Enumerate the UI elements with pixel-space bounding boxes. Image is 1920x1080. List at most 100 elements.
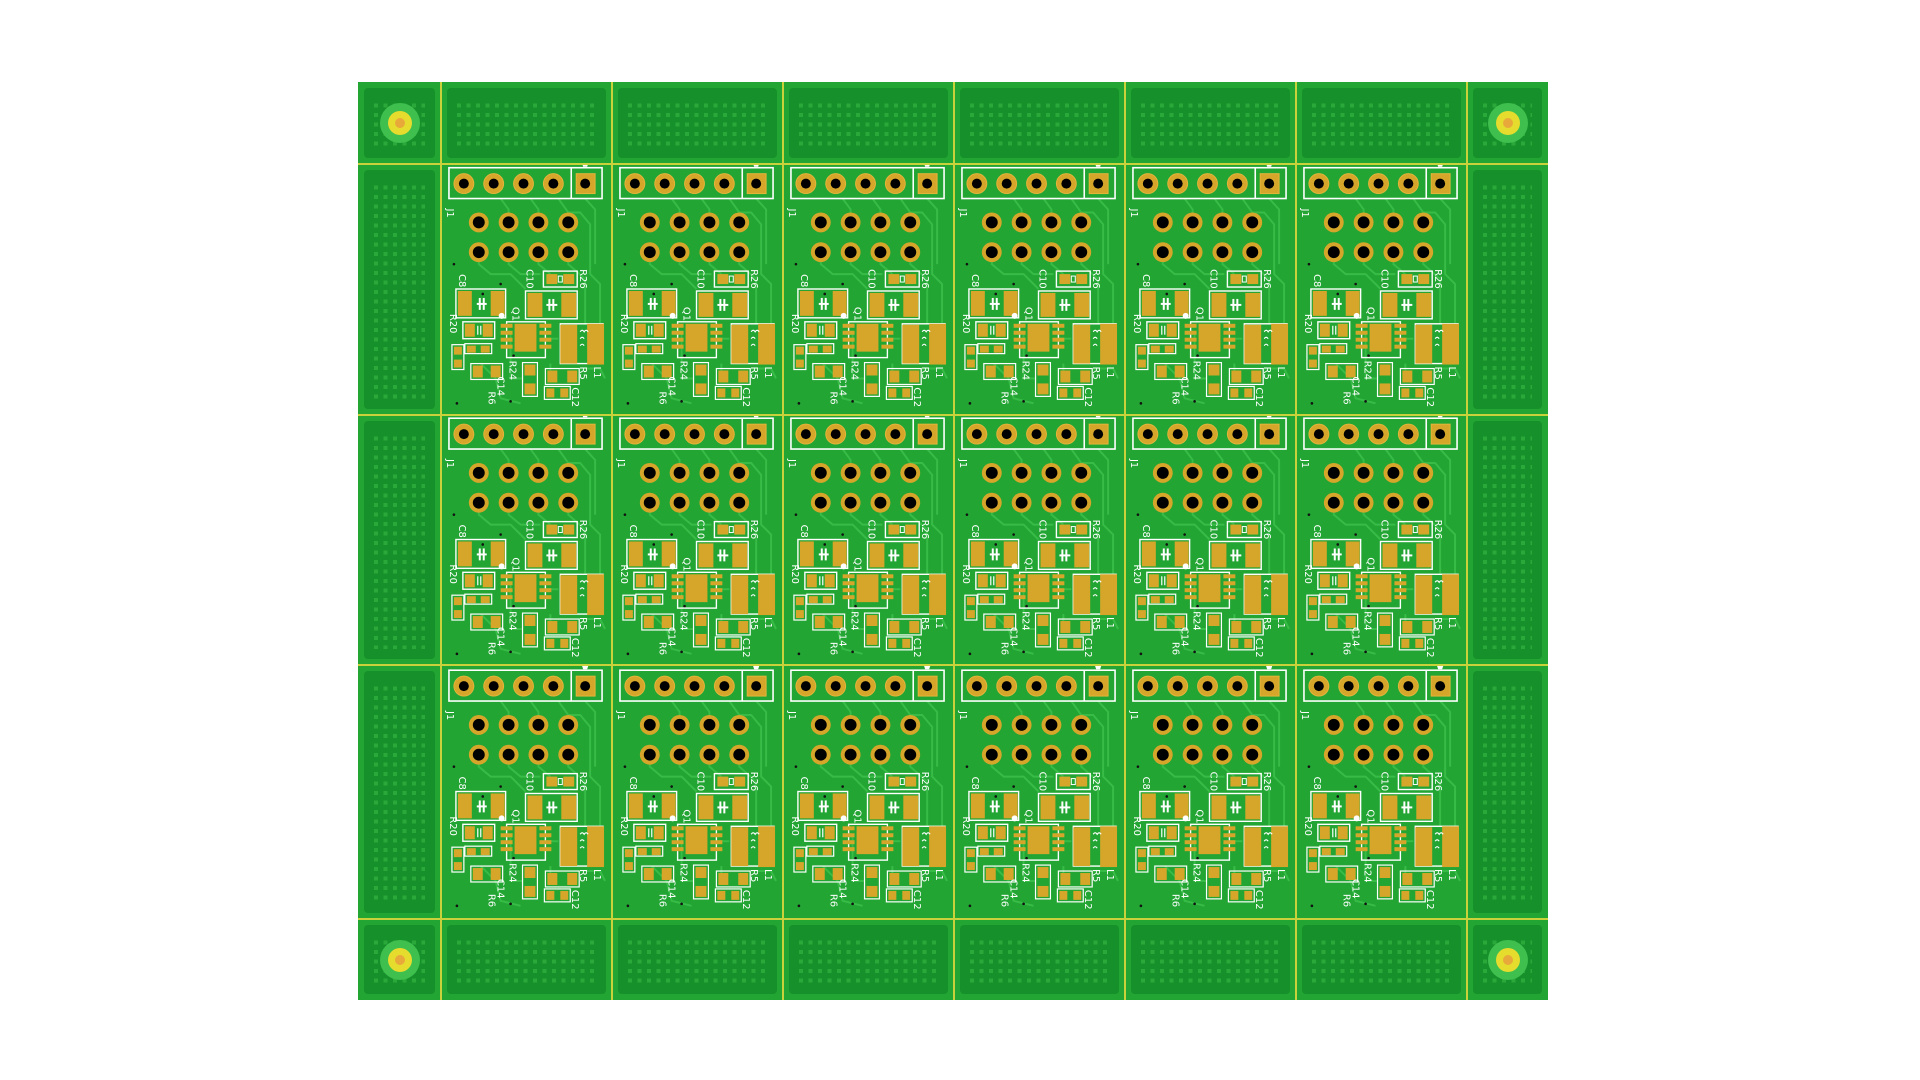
l1-silkscreen-label: L1: [1275, 869, 1286, 881]
r24-silkscreen-label: R24: [1362, 863, 1373, 883]
l1-inductor: [730, 825, 776, 868]
c10-silkscreen-label: C10: [866, 269, 877, 289]
r20-resistor: [1317, 823, 1351, 842]
q1-silkscreen-label: Q1: [1365, 809, 1376, 823]
j1-connector: [1132, 164, 1287, 200]
c14-silkscreen-label: C14: [1179, 376, 1190, 396]
c12-silkscreen-label: C12: [911, 638, 922, 658]
r26-resistor: [1397, 772, 1433, 791]
r26-resistor: [1055, 772, 1091, 791]
r20-resistor: [975, 321, 1009, 340]
stitching-pattern: [970, 98, 1109, 148]
small-smd-parts: [622, 343, 751, 400]
stitching-pattern: [374, 180, 425, 399]
c10-capacitor: [1208, 540, 1262, 571]
q1-silkscreen-label: Q1: [852, 557, 863, 571]
silkscreen-labels: J1 R26 C10 C8 Q1 R20 L1 R5 R24 C14 R6 C1…: [957, 710, 1115, 910]
q1-transistor: [842, 571, 894, 609]
c8-silkscreen-label: C8: [1140, 525, 1151, 538]
c8-silkscreen-label: C8: [456, 777, 467, 790]
r20-silkscreen-label: R20: [960, 564, 971, 584]
small-smd-parts: [964, 845, 1093, 903]
r26-resistor: [884, 270, 920, 288]
copper-pour-zone: [1131, 925, 1290, 994]
r6-silkscreen-label: R6: [999, 391, 1010, 404]
r24-silkscreen-label: R24: [507, 611, 518, 631]
l1-silkscreen-label: L1: [1446, 869, 1457, 881]
r6-silkscreen-label: R6: [999, 894, 1010, 907]
c12-silkscreen-label: C12: [740, 890, 751, 910]
c14-silkscreen-label: C14: [666, 376, 677, 396]
small-smd-parts: [622, 593, 751, 651]
q1-transistor: [671, 823, 723, 861]
c14-silkscreen-label: C14: [666, 879, 677, 899]
top-bottom-rail-tab: [783, 82, 954, 164]
v-score-line: [611, 82, 613, 1000]
l1-silkscreen-label: L1: [1446, 617, 1457, 629]
silkscreen-labels: J1 R26 C10 C8 Q1 R20 L1 R5 R24 C14 R6 C1…: [1299, 207, 1457, 407]
j1-connector: [448, 415, 603, 450]
r26-silkscreen-label: R26: [1090, 772, 1101, 792]
pcb-board-r2-c6: J1 R26 C10 C8 Q1 R20 L1 R5 R24 C14 R6 C1…: [1296, 415, 1467, 665]
l1-inductor: [1072, 825, 1118, 868]
q1-silkscreen-label: Q1: [510, 809, 521, 823]
silkscreen-labels: J1 R26 C10 C8 Q1 R20 L1 R5 R24 C14 R6 C1…: [1128, 207, 1286, 407]
r26-resistor: [1397, 270, 1433, 288]
pcb-board-r1-c5: J1 R26 C10 C8 Q1 R20 L1 R5 R24 C14 R6 C1…: [1125, 164, 1296, 415]
through-hole-grid: [1152, 462, 1263, 513]
c14-silkscreen-label: C14: [837, 627, 848, 647]
c14-silkscreen-label: C14: [1350, 879, 1361, 899]
stitching-pattern: [1141, 98, 1280, 148]
j1-silkscreen-label: J1: [1128, 458, 1139, 468]
v-score-line: [440, 82, 442, 1000]
corner-rail-tab: [358, 919, 441, 1000]
r20-resistor: [804, 823, 838, 842]
r5-silkscreen-label: R5: [919, 367, 930, 380]
mounting-hole-icon: [1487, 939, 1528, 980]
j1-connector: [1303, 164, 1458, 200]
c12-silkscreen-label: C12: [740, 387, 751, 407]
pcb-board-r3-c1: J1 R26 C10 C8 Q1 R20 L1 R5 R24 C14 R6 C1…: [441, 665, 612, 919]
c12-silkscreen-label: C12: [1082, 387, 1093, 407]
c10-capacitor: [1379, 792, 1433, 823]
l1-silkscreen-label: L1: [1275, 367, 1286, 379]
j1-silkscreen-label: J1: [1128, 207, 1139, 217]
small-smd-parts: [1135, 845, 1264, 903]
small-smd-parts: [1306, 343, 1435, 400]
c10-capacitor: [1037, 290, 1091, 320]
through-hole-grid: [468, 212, 579, 263]
side-rail-tab: [1467, 665, 1548, 919]
pcb-board-r2-c1: J1 R26 C10 C8 Q1 R20 L1 R5 R24 C14 R6 C1…: [441, 415, 612, 665]
top-bottom-rail-tab: [1296, 82, 1467, 164]
c10-silkscreen-label: C10: [1037, 269, 1048, 289]
c12-silkscreen-label: C12: [911, 890, 922, 910]
q1-silkscreen-label: Q1: [510, 557, 521, 571]
c8-silkscreen-label: C8: [798, 777, 809, 790]
q1-silkscreen-label: Q1: [1194, 557, 1205, 571]
r6-silkscreen-label: R6: [486, 391, 497, 404]
top-bottom-rail-tab: [612, 919, 783, 1000]
small-smd-parts: [793, 593, 922, 651]
l1-inductor: [901, 323, 947, 365]
stitching-pattern: [628, 935, 767, 984]
r26-resistor: [1226, 270, 1262, 288]
q1-transistor: [1013, 571, 1065, 609]
c8-capacitor: [1310, 538, 1362, 570]
silkscreen-labels: J1 R26 C10 C8 Q1 R20 L1 R5 R24 C14 R6 C1…: [1299, 710, 1457, 910]
q1-silkscreen-label: Q1: [510, 307, 521, 321]
l1-silkscreen-label: L1: [1104, 367, 1115, 379]
q1-transistor: [1013, 823, 1065, 861]
r20-silkscreen-label: R20: [447, 314, 458, 334]
r20-silkscreen-label: R20: [1131, 314, 1142, 334]
c10-capacitor: [695, 792, 749, 823]
c8-silkscreen-label: C8: [969, 274, 980, 287]
c10-silkscreen-label: C10: [1037, 772, 1048, 792]
l1-inductor: [1414, 825, 1460, 868]
r26-silkscreen-label: R26: [919, 772, 930, 792]
pcb-board-r1-c3: J1 R26 C10 C8 Q1 R20 L1 R5 R24 C14 R6 C1…: [783, 164, 954, 415]
r20-silkscreen-label: R20: [960, 816, 971, 836]
r26-silkscreen-label: R26: [1432, 520, 1443, 540]
stitching-pattern: [1312, 98, 1451, 148]
c10-silkscreen-label: C10: [1208, 520, 1219, 540]
l1-silkscreen-label: L1: [933, 367, 944, 379]
